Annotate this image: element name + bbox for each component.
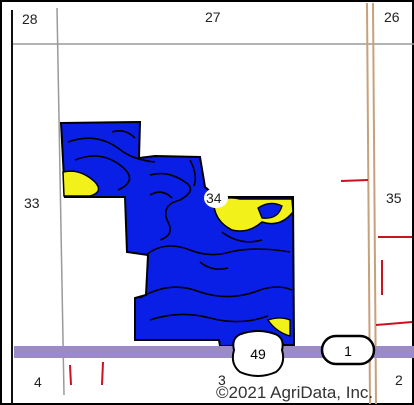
section-label-28: 28 [22,11,38,27]
soil-unit-blue-inclusion [257,202,283,219]
section-label-4: 4 [34,374,42,390]
red-line-6 [101,361,104,386]
soil-boundaries [67,130,293,323]
county-road-east-edge [372,2,377,405]
section-label-35: 35 [386,190,402,206]
section-label-26: 26 [384,9,400,25]
red-line-1 [340,179,369,182]
section-label-33: 33 [24,195,40,211]
state-route-label: 1 [344,343,352,359]
soil-unit-yellow-west[interactable] [62,170,100,197]
section-label-3: 3 [218,372,226,388]
section-34-label-bg [204,188,228,208]
us-route-shield[interactable] [231,330,285,377]
section-label-27: 27 [205,9,221,25]
section-label-2: 2 [395,372,403,388]
county-road-west-edge [366,2,371,405]
red-line-5 [69,364,72,386]
us-shield-shape [231,330,285,377]
red-line-4 [375,321,413,326]
state-route-shield[interactable] [320,334,376,366]
section-label-34: 34 [206,190,222,206]
copyright-notice: ©2021 AgriData, Inc. [216,383,374,402]
highway-band [14,346,414,358]
us-route-label: 49 [250,346,266,362]
section-line-west [56,7,65,396]
soil-unit-yellow-south[interactable] [266,317,291,337]
